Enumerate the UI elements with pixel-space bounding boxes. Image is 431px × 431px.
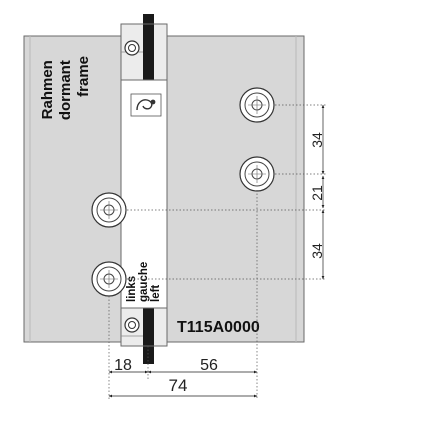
frame-screw-hole-1 xyxy=(91,192,127,228)
dimension-74: 74 xyxy=(169,376,188,395)
frame-plate xyxy=(23,35,125,343)
hinge-knuckle xyxy=(120,14,168,364)
side-label: links gauche left xyxy=(126,259,162,302)
leaf-plate xyxy=(165,35,305,343)
dimension-18: 18 xyxy=(114,357,132,374)
dimension-21: 21 xyxy=(309,185,325,201)
dimension-34-bottom: 34 xyxy=(309,243,325,259)
dimension-56: 56 xyxy=(200,357,218,374)
hinge-logo-icon xyxy=(130,93,162,117)
frame-screw-hole-2 xyxy=(91,261,127,297)
label-strip xyxy=(120,79,168,309)
knuckle-screw-top xyxy=(124,40,140,56)
leaf-screw-hole-2 xyxy=(239,156,275,192)
part-number: T115A0000 xyxy=(177,319,260,336)
horizontal-dimensions: 18 56 74 xyxy=(108,190,258,400)
vertical-dimension-chain: 34 21 34 xyxy=(127,104,326,280)
frame-label: Rahmen dormant frame xyxy=(39,56,92,120)
knuckle-screw-bottom xyxy=(124,317,140,333)
dimension-34-top: 34 xyxy=(309,132,325,148)
leaf-screw-hole-1 xyxy=(239,87,275,123)
